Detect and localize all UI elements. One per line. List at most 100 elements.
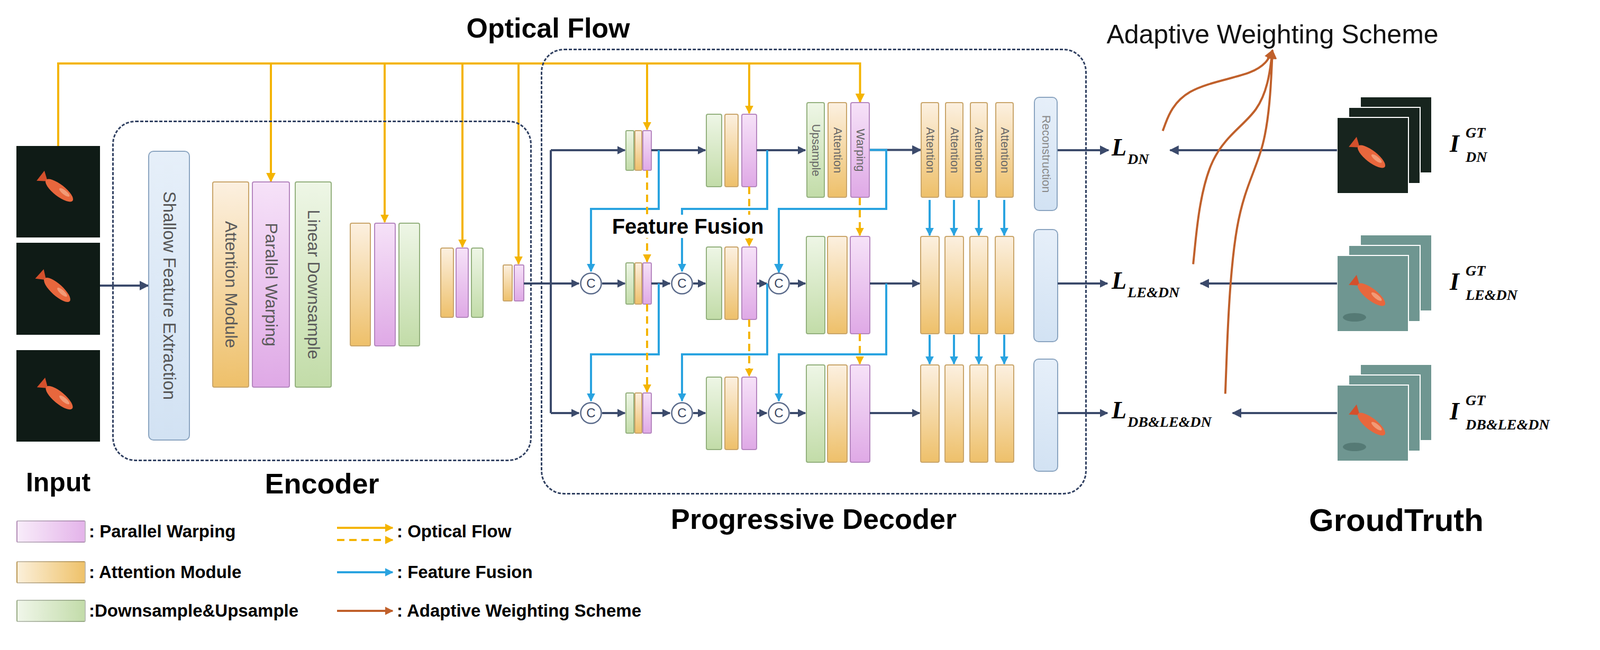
block-label: Reconstruction bbox=[1039, 115, 1052, 194]
feature-fusion-lines bbox=[591, 150, 1005, 402]
data-flow-arrows bbox=[1057, 412, 1108, 415]
connector bbox=[1232, 412, 1338, 415]
ground-truth-frames bbox=[1337, 96, 1432, 462]
legend-entry: : Optical Flow bbox=[396, 519, 512, 545]
feature-fusion-lines bbox=[977, 334, 980, 365]
attention-block: Attention bbox=[920, 102, 940, 198]
input-frames bbox=[16, 146, 100, 238]
connector bbox=[58, 63, 861, 147]
decoder-blocks bbox=[634, 393, 642, 434]
decoder-blocks bbox=[625, 393, 634, 434]
concat-circle-outline bbox=[768, 403, 790, 424]
image-symbol: I bbox=[1449, 397, 1460, 426]
attention-block: Attention Module bbox=[212, 181, 250, 388]
data-flow-arrows bbox=[550, 149, 625, 152]
decoder-blocks bbox=[741, 247, 757, 320]
decoder-blocks bbox=[850, 365, 870, 463]
legend-text: : Attention Module bbox=[88, 562, 242, 583]
feature-fusion-lines bbox=[591, 150, 659, 272]
warping-block: Parallel Warping bbox=[251, 181, 290, 388]
feature-fusion-lines bbox=[928, 334, 931, 365]
encoder-blocks bbox=[456, 248, 469, 318]
data-flow-arrows bbox=[693, 412, 706, 415]
ground-truth-stack: IGTLE&DN bbox=[1337, 234, 1432, 332]
legend-entry: : Attention Module bbox=[16, 559, 242, 586]
legend-entry: : Parallel Warping bbox=[16, 519, 236, 545]
decoder-blocks bbox=[724, 114, 739, 187]
block-label: Attention bbox=[972, 126, 986, 174]
connector bbox=[1057, 149, 1109, 152]
image-superscript: GT bbox=[1465, 262, 1486, 280]
connector bbox=[1170, 149, 1338, 152]
ground-truth-frames bbox=[1337, 117, 1409, 194]
data-flow-arrows bbox=[869, 412, 920, 415]
figure-label: Feature Fusion bbox=[608, 214, 768, 239]
legend-entry: :Downsample&Upsample bbox=[16, 598, 299, 624]
loss-symbol: L bbox=[1111, 266, 1127, 295]
ground-truth-frames bbox=[1348, 137, 1389, 172]
concat-symbol: C bbox=[774, 276, 784, 291]
group-box: Shallow Feature ExtractionAttention Modu… bbox=[112, 120, 532, 462]
feature-fusion-lines bbox=[928, 200, 931, 236]
optical-flow-lines bbox=[383, 63, 386, 223]
data-flow-arrows bbox=[789, 412, 806, 415]
group-box: UpsampleAttentionWarpingAttentionAttenti… bbox=[540, 48, 1087, 495]
data-flow-arrows bbox=[549, 150, 552, 414]
decoder-blocks bbox=[920, 236, 940, 334]
data-flow-arrows bbox=[550, 282, 579, 285]
legend-line-samples bbox=[337, 528, 393, 612]
encoder-blocks bbox=[374, 223, 396, 347]
decoder-blocks bbox=[944, 365, 964, 463]
group-label: Progressive Decoder bbox=[670, 503, 957, 535]
data-flow-arrows bbox=[756, 149, 806, 152]
loss-term: LDN bbox=[1108, 131, 1171, 170]
decoder-blocks bbox=[806, 365, 825, 463]
optical-flow-lines bbox=[858, 197, 861, 236]
encoder-blocks bbox=[350, 223, 371, 347]
legend-entry: : Feature Fusion bbox=[396, 559, 533, 586]
legend-entry: : Adaptive Weighting Scheme bbox=[396, 598, 642, 624]
connector bbox=[1225, 50, 1273, 395]
feature-fusion-lines bbox=[682, 150, 768, 272]
image-superscript: GT bbox=[1465, 124, 1486, 142]
concat-circle-outline bbox=[580, 403, 602, 424]
legend-text: : Parallel Warping bbox=[88, 522, 236, 542]
decoder-blocks bbox=[995, 365, 1014, 463]
figure-label: GroudTruth bbox=[1308, 503, 1484, 539]
decoder-blocks bbox=[944, 236, 964, 334]
decoder-blocks bbox=[827, 365, 848, 463]
optical-flow-lines bbox=[646, 63, 649, 130]
decoder-blocks bbox=[741, 377, 757, 450]
loss-symbol: L bbox=[1111, 133, 1127, 162]
group-label: Encoder bbox=[264, 468, 379, 500]
attention-block: Attention bbox=[969, 102, 988, 198]
data-flow-arrows bbox=[523, 282, 551, 285]
data-flow-arrows bbox=[869, 282, 920, 285]
feature-fusion-lines bbox=[682, 283, 768, 402]
concat-circle-outline bbox=[768, 273, 790, 295]
image-symbol: I bbox=[1449, 267, 1460, 296]
loss-symbol: L bbox=[1111, 396, 1127, 425]
decoder-blocks bbox=[1033, 229, 1058, 342]
data-flow-arrows bbox=[693, 282, 706, 285]
heading-text: Adaptive Weighting Scheme bbox=[1106, 19, 1439, 50]
block-label: Attention bbox=[830, 126, 844, 174]
concat-circle: C bbox=[767, 402, 790, 425]
block-label: Attention Module bbox=[221, 221, 240, 349]
decoder-blocks bbox=[625, 262, 634, 305]
loss-subscript: DN bbox=[1127, 150, 1149, 168]
optical-flow-lines bbox=[748, 319, 751, 377]
legend-text: :Downsample&Upsample bbox=[88, 601, 299, 621]
optical-flow-lines bbox=[646, 304, 649, 393]
decoder-blocks bbox=[920, 365, 940, 463]
loss-term: LDB&LE&DN bbox=[1108, 394, 1233, 433]
legend-text: : Feature Fusion bbox=[396, 562, 533, 583]
encoder-blocks bbox=[503, 265, 513, 302]
ground-truth-stack: IGTDB&LE&DN bbox=[1337, 364, 1432, 462]
feature-fusion-lines bbox=[952, 334, 956, 365]
input-frames bbox=[36, 170, 77, 206]
block-label: Linear Downsample bbox=[303, 210, 323, 360]
data-flow-arrows bbox=[651, 282, 670, 285]
legend-swatch bbox=[16, 520, 86, 543]
